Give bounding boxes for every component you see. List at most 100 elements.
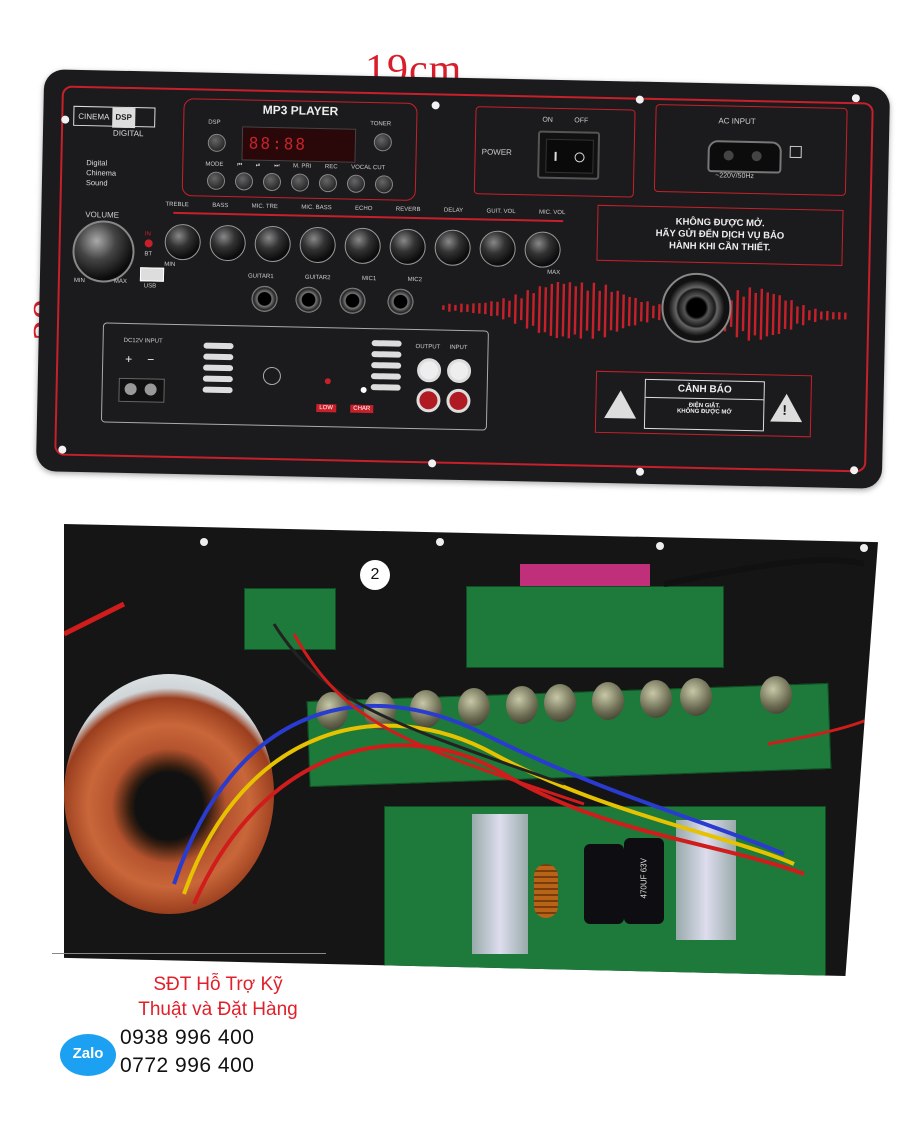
mpri-button[interactable] xyxy=(318,173,338,193)
low-led xyxy=(324,378,331,385)
wave-bar xyxy=(579,282,584,339)
wave-bar xyxy=(591,282,596,339)
screw xyxy=(635,467,645,476)
low-label: LOW xyxy=(316,403,337,413)
power-switch[interactable] xyxy=(537,130,601,180)
waveform-decoration xyxy=(442,281,847,341)
warning-label-box: CẢNH BÁO ĐIỆN GIẬT. KHÔNG ĐƯỢC MỞ xyxy=(643,378,765,432)
wave-bar xyxy=(735,290,740,338)
char-label: CHAR xyxy=(350,404,374,414)
wave-bar xyxy=(513,294,517,324)
wave-bar xyxy=(609,291,613,331)
wave-bar xyxy=(621,294,625,329)
wave-bar xyxy=(747,287,752,341)
output-label: OUTPUT xyxy=(415,344,441,351)
wave-bar xyxy=(531,293,535,326)
wave-bar xyxy=(603,284,608,338)
display-pcb xyxy=(466,586,724,668)
wave-bar xyxy=(777,295,781,335)
dc-terminal[interactable] xyxy=(118,377,165,403)
prev-button[interactable] xyxy=(234,172,254,191)
dsp-label: DSP xyxy=(208,119,221,126)
socket-pin xyxy=(751,151,762,162)
wave-bar xyxy=(555,281,560,339)
wave-bar xyxy=(543,287,548,333)
screw xyxy=(436,538,444,546)
next-button[interactable] xyxy=(290,173,310,192)
input-rca-white[interactable] xyxy=(446,358,472,384)
terminal-screw xyxy=(124,382,137,396)
power-section: POWER ON OFF xyxy=(473,106,636,198)
shock-warning-section: CẢNH BÁO ĐIỆN GIẬT. KHÔNG ĐƯỢC MỞ ! xyxy=(594,370,813,438)
screw xyxy=(860,544,868,552)
rec-button[interactable] xyxy=(346,174,366,193)
ac-rating: ~220V/50Hz xyxy=(715,172,755,181)
brand-sound-text: Digital Chinema Sound xyxy=(85,158,117,188)
power-off-label: OFF xyxy=(574,117,589,125)
on-mark-icon xyxy=(554,151,557,161)
terminal-screw xyxy=(144,383,157,396)
dc-input-section: DC12V INPUT + − LOW CHAR OUTPUT INPUT xyxy=(100,322,489,431)
amplifier-board-rear: 2 470UF 63V xyxy=(64,524,878,976)
capacitor: 470UF 63V xyxy=(624,838,664,924)
wave-bar xyxy=(771,293,775,336)
input-rca-red[interactable] xyxy=(446,388,471,414)
dsp-button[interactable] xyxy=(207,133,226,153)
rocker xyxy=(545,138,594,174)
screw xyxy=(656,542,664,550)
play-pause-button[interactable] xyxy=(262,172,282,192)
wiring-harness xyxy=(64,557,878,905)
vocal-cut-button[interactable] xyxy=(374,175,394,194)
switch-bank-left[interactable] xyxy=(202,338,234,409)
wave-bar xyxy=(561,283,566,337)
in-label: IN xyxy=(144,231,151,238)
potentiometer xyxy=(544,684,576,722)
mode-button[interactable] xyxy=(206,171,226,190)
potentiometer xyxy=(680,678,712,716)
volume-min: MIN xyxy=(73,277,85,285)
screw xyxy=(428,459,437,468)
contact-divider xyxy=(52,953,326,954)
wave-bar xyxy=(753,292,757,336)
volume-label: VOLUME xyxy=(85,210,120,220)
do-not-open-notice: KHÔNG ĐƯỢC MỞ. HÃY GỬI ĐẾN DỊCH VỤ BẢO H… xyxy=(596,204,844,266)
wave-bar xyxy=(615,290,619,332)
support-line1: SĐT Hỗ Trợ Kỹ xyxy=(153,974,283,995)
screw xyxy=(851,94,860,103)
wave-bar xyxy=(525,290,529,329)
potentiometer xyxy=(640,680,672,718)
heatsink-left xyxy=(472,814,528,954)
dc-plus: + xyxy=(125,351,133,367)
switch-bank-right[interactable] xyxy=(370,335,402,406)
ac-socket[interactable] xyxy=(707,140,782,174)
toner-button[interactable] xyxy=(373,133,393,152)
bt-label: BT xyxy=(144,251,153,258)
power-label: POWER xyxy=(481,147,512,157)
usb-port[interactable] xyxy=(139,267,165,282)
wave-bar xyxy=(789,300,793,330)
output-rca-white[interactable] xyxy=(416,358,442,383)
brand-dsp: DSP xyxy=(112,107,136,129)
ac-input-section: AC INPUT ~220V/50Hz xyxy=(653,103,848,196)
output-rca-red[interactable] xyxy=(416,388,441,413)
mp3-title: MP3 PLAYER xyxy=(262,102,339,119)
double-insulation-icon xyxy=(789,145,802,159)
potentiometer xyxy=(506,686,538,724)
screw xyxy=(200,538,208,546)
wave-bar xyxy=(783,300,787,329)
toner-label: TONER xyxy=(370,121,392,128)
off-mark-icon xyxy=(574,152,585,163)
potentiometer xyxy=(592,682,624,720)
brand-cinema: CINEMA xyxy=(78,111,110,122)
potentiometer xyxy=(458,688,490,726)
exclamation-mark: ! xyxy=(782,401,788,418)
socket-pin xyxy=(723,150,734,161)
capacitor xyxy=(584,844,624,924)
wave-bar xyxy=(633,297,637,326)
mp3-player-section: MP3 PLAYER DSP TONER 88:88 MODE⏮⏯⏭M. PRI… xyxy=(181,98,418,201)
warning-title: CẢNH BÁO xyxy=(645,379,764,401)
led-display: 88:88 xyxy=(241,126,357,163)
